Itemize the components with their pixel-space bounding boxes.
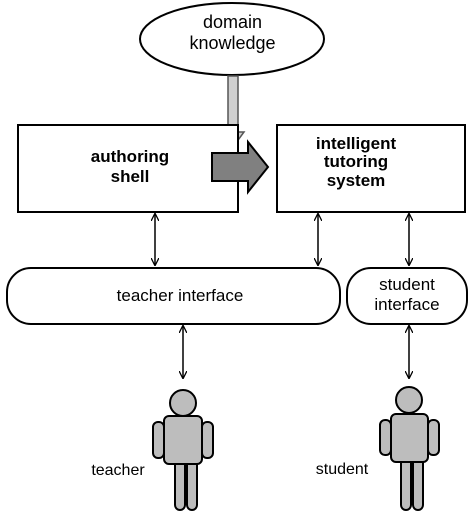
authoring-shell-label: authoring shell <box>55 147 205 186</box>
teacher-interface-label: teacher interface <box>116 286 244 305</box>
student-actor-label: student <box>315 461 369 478</box>
domain-knowledge-line-2: knowledge <box>189 32 276 53</box>
its-line-1: intelligent <box>315 134 397 153</box>
its-line-3: system <box>326 170 386 190</box>
teacher-actor-label: teacher <box>91 462 145 479</box>
intelligent-tutoring-system-node <box>276 124 466 213</box>
authoring-shell-node <box>17 124 239 213</box>
student-interface-line-1: student <box>379 275 435 294</box>
student-interface-label: student interface <box>350 275 464 314</box>
teacher-interface-node <box>6 267 341 325</box>
domain-knowledge-node <box>139 2 325 76</box>
its-line-2: tutoring <box>323 152 389 172</box>
teacher-figure-icon <box>152 389 214 511</box>
authoring-shell-line-1: authoring <box>90 147 170 166</box>
student-figure-icon <box>379 386 440 511</box>
authoring-shell-line-2: shell <box>110 166 150 186</box>
student-interface-node <box>346 267 468 325</box>
intelligent-tutoring-system-label: intelligent tutoring system <box>286 134 426 190</box>
student-interface-line-2: interface <box>374 294 440 314</box>
domain-knowledge-line-1: domain <box>202 12 263 32</box>
domain-knowledge-label: domain knowledge <box>160 12 305 53</box>
generate-arrow <box>211 139 270 195</box>
